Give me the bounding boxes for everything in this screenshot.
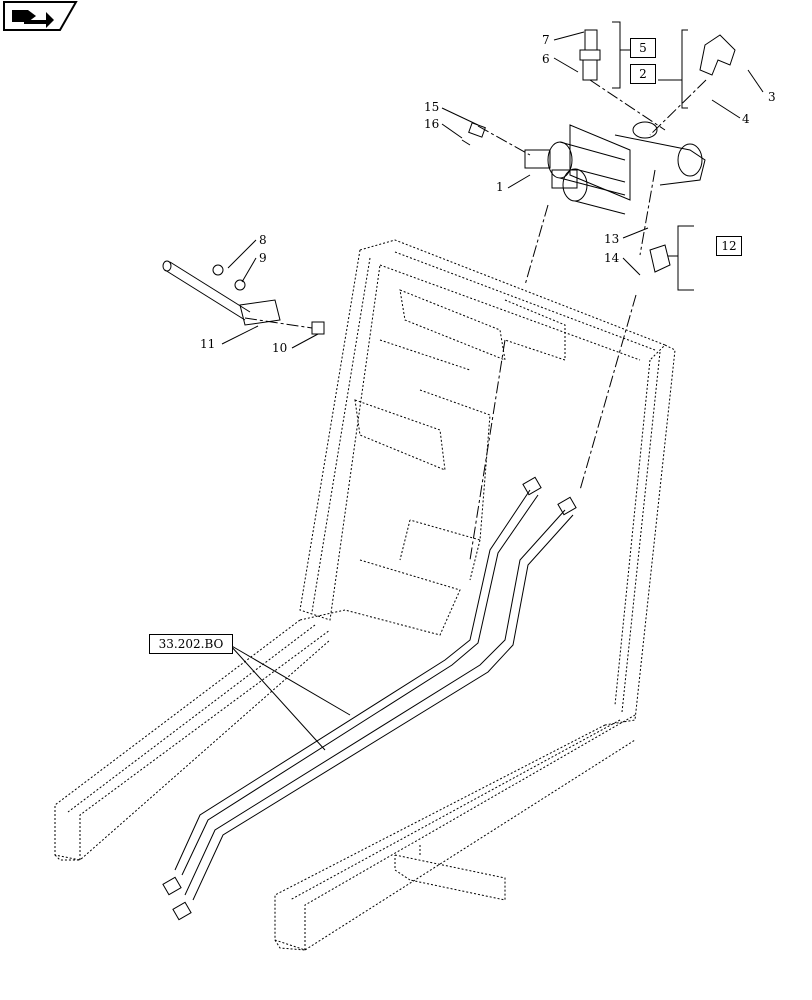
callout-13: 13: [604, 232, 620, 246]
section-reference-link[interactable]: 33.202.BO: [149, 634, 233, 654]
fitting-12: [649, 244, 671, 273]
callout-3: 3: [768, 90, 776, 104]
callout-11: 11: [200, 337, 216, 351]
master-cylinder: [524, 121, 706, 215]
leader-lines: [221, 21, 764, 751]
assembly-centerlines: [244, 79, 707, 561]
callout-4: 4: [742, 112, 750, 126]
pin-15-16: [461, 122, 486, 146]
callout-9: 9: [259, 251, 267, 265]
hydraulic-lines: [162, 476, 577, 921]
lower-rails: [54, 619, 636, 951]
elbow-fitting-2: [699, 34, 736, 76]
upright-frame: [299, 239, 676, 726]
callout-6: 6: [542, 52, 550, 66]
boxed-ref-5[interactable]: 5: [630, 38, 656, 58]
callout-1: 1: [496, 180, 504, 194]
callout-8: 8: [259, 233, 267, 247]
section-nav-icon[interactable]: [0, 0, 80, 32]
callout-10: 10: [272, 341, 288, 355]
callout-16: 16: [424, 117, 440, 131]
callout-7: 7: [542, 33, 550, 47]
pin-11: [162, 260, 325, 335]
fittings-5: [579, 29, 601, 81]
boxed-ref-12[interactable]: 12: [716, 236, 742, 256]
callout-15: 15: [424, 100, 440, 114]
callout-14: 14: [604, 251, 620, 265]
boxed-ref-2[interactable]: 2: [630, 64, 656, 84]
